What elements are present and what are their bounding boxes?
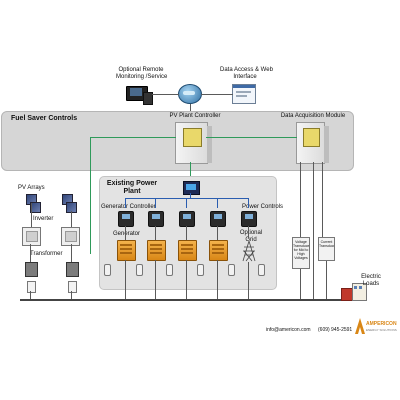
generator-controller-icon	[179, 211, 195, 227]
transformer-icon	[25, 262, 38, 277]
pv-plant-controller-cabinet	[175, 122, 212, 164]
network-hub-icon	[178, 84, 202, 104]
brand-name: AMPERICON	[366, 321, 397, 327]
pv-arrays-label: PV Arrays	[18, 185, 45, 191]
contact-email: info@americon.com	[266, 327, 311, 333]
inverter-label: Inverter	[33, 216, 54, 222]
generator-controller-icon	[148, 211, 164, 227]
brand-tagline: ENERGY SOLUTIONS	[366, 328, 397, 332]
generator-icon	[117, 240, 136, 261]
transformer-label: Transformer	[30, 251, 63, 257]
web-interface-icon	[232, 84, 256, 104]
generator-controller-icon	[118, 211, 134, 227]
inverter-icon	[22, 227, 41, 246]
remote-monitoring-icon	[126, 86, 153, 105]
generator-controller-icon	[210, 211, 226, 227]
pv-plant-controller-label: PV Plant Controller	[169, 113, 221, 119]
electric-loads-icon	[341, 281, 367, 301]
meter-icon	[258, 264, 265, 276]
generator-controller-label: Generator Controller	[101, 204, 156, 210]
grid-tower-icon	[240, 240, 258, 262]
meter-icon	[68, 281, 77, 293]
generator-icon	[209, 240, 228, 261]
data-acquisition-cabinet	[296, 122, 329, 164]
existing-power-plant-panel	[99, 176, 277, 290]
meter-icon	[104, 264, 111, 276]
power-controls-icon	[241, 211, 257, 227]
meter-icon	[228, 264, 235, 276]
meter-icon	[27, 281, 36, 293]
pv-array-icon	[30, 202, 41, 213]
generator-icon	[178, 240, 197, 261]
generator-icon	[147, 240, 166, 261]
contact-phone: (609) 945-2591	[318, 327, 353, 333]
main-bus	[20, 299, 342, 301]
meter-icon	[166, 264, 173, 276]
generator-label: Generator	[113, 231, 141, 237]
meter-icon	[136, 264, 143, 276]
transformer-icon	[66, 262, 79, 277]
data-acquisition-label: Data Acquisition Module	[280, 113, 346, 119]
fuel-saver-title: Fuel Saver Controls	[11, 115, 78, 122]
inverter-icon	[61, 227, 80, 246]
plant-monitor-icon	[183, 181, 200, 195]
power-controls-label: Power Controls	[242, 204, 284, 210]
meter-icon	[197, 264, 204, 276]
ampericon-logo	[355, 318, 365, 334]
